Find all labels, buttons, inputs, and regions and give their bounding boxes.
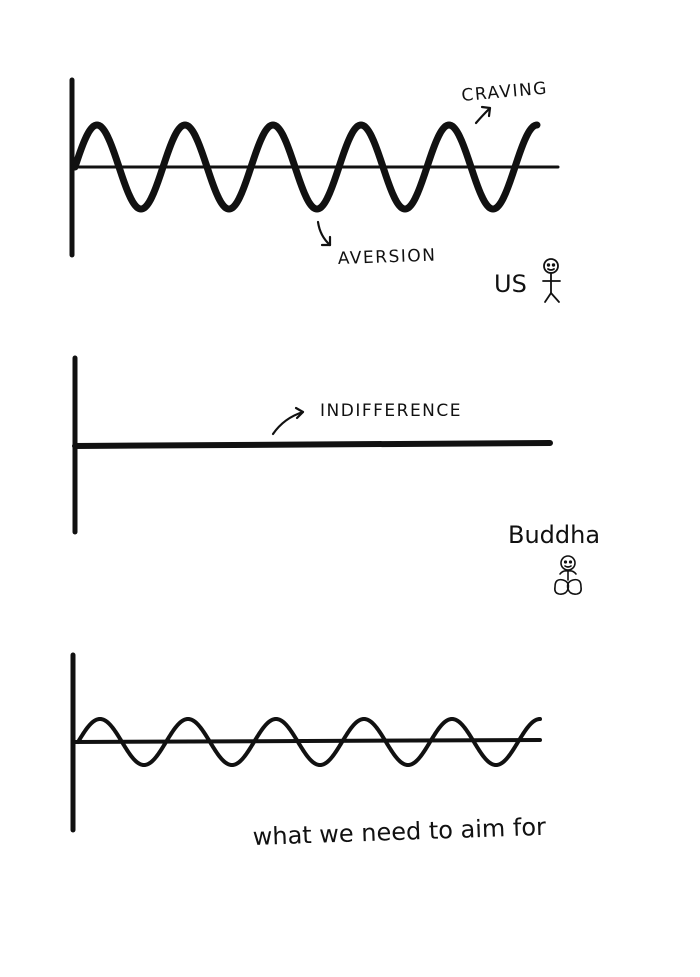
craving-arrowhead — [480, 105, 492, 118]
indifference-arrowhead — [294, 406, 305, 420]
stick-figure-icon — [542, 258, 561, 303]
us-label: US — [494, 270, 527, 298]
aversion-arrowhead — [320, 235, 332, 247]
indifference-arrow — [271, 410, 305, 436]
craving-label: CRAVING — [461, 79, 549, 106]
panel-us-wave — [71, 121, 541, 213]
panel-us: CRAVING AVERSION US — [69, 77, 561, 303]
craving-arrow — [474, 106, 492, 125]
indifference-label: INDIFFERENCE — [320, 401, 462, 421]
panel-aim: what we need to aim for — [70, 652, 546, 851]
meditating-figure-icon — [554, 555, 582, 595]
panel-aim-wave — [76, 717, 542, 767]
aversion-arrow — [316, 220, 332, 247]
panel-aim-baseline — [71, 738, 542, 744]
aversion-label: AVERSION — [337, 246, 436, 269]
buddha-label: Buddha — [508, 521, 600, 549]
panel-buddha-flat-line — [72, 440, 553, 449]
aim-caption: what we need to aim for — [252, 813, 546, 851]
panel-buddha: INDIFFERENCE Buddha — [72, 355, 600, 595]
